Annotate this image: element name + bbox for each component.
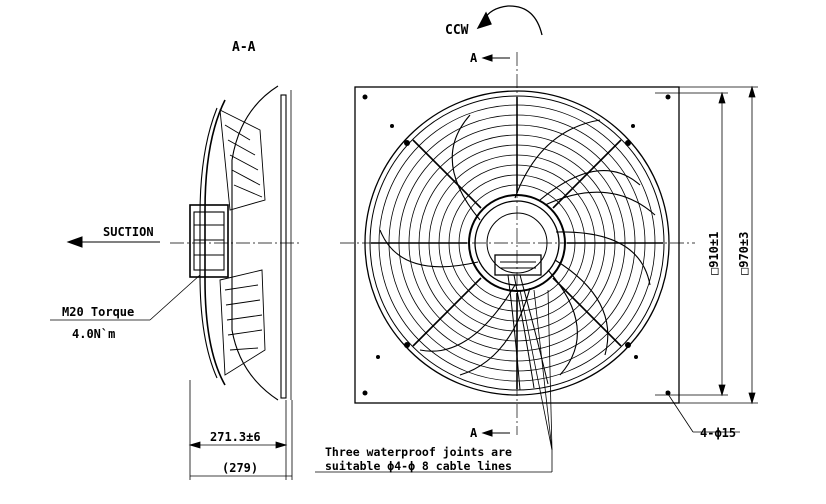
- depth-reference-label: (279): [222, 461, 258, 475]
- outer-square-label: □970±3: [737, 232, 751, 275]
- torque-label-2: 4.0N`m: [72, 327, 115, 341]
- inner-square-label: □910±1: [707, 232, 721, 275]
- holes-label: 4-ϕ15: [700, 426, 736, 440]
- section-marker-top: [481, 54, 510, 62]
- center-lines: [340, 52, 695, 435]
- rotation-arrow: [476, 5, 543, 36]
- torque-leader: [50, 274, 201, 321]
- cable-note-line-2: suitable ϕ4-ϕ 8 cable lines: [325, 459, 512, 473]
- suction-arrow: [66, 236, 160, 248]
- hole-leader: [665, 390, 740, 433]
- section-title: A-A: [232, 40, 256, 55]
- impeller-blades: [379, 114, 656, 376]
- depth-dimensions: [188, 380, 293, 480]
- section-mark-bottom: A: [470, 426, 478, 440]
- section-marker-bottom: [481, 429, 510, 437]
- corner-holes: [362, 94, 671, 396]
- square-dimensions: [655, 85, 758, 405]
- suction-label: SUCTION: [103, 225, 154, 239]
- cable-note-line-1: Three waterproof joints are: [325, 445, 512, 459]
- terminal-box: [494, 254, 542, 276]
- side-view: [170, 85, 300, 401]
- front-view: [340, 52, 695, 435]
- rotation-label: CCW: [445, 23, 469, 38]
- depth-dimension-label: 271.3±6: [210, 430, 261, 444]
- side-motor: [189, 204, 229, 278]
- section-mark-top: A: [470, 51, 478, 65]
- torque-label-1: M20 Torque: [62, 305, 134, 319]
- note-leaders: [315, 289, 553, 473]
- cable-lines: [507, 274, 549, 391]
